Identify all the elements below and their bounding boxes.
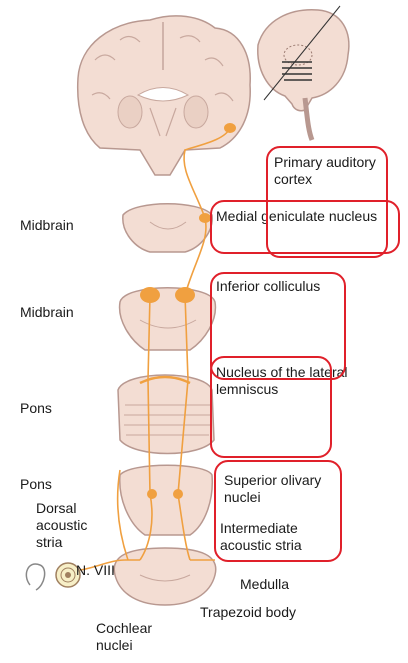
label-midbrain-top: Midbrain (20, 217, 74, 234)
midbrain-lower-section (120, 287, 216, 350)
pons-lower-section (120, 465, 212, 535)
cochlea (26, 563, 80, 590)
highlight-box-lemniscus (210, 356, 332, 458)
label-nerve-viii: N. VIII (76, 562, 115, 579)
midbrain-upper-section (123, 204, 212, 252)
label-medulla: Medulla (240, 576, 289, 593)
label-trapezoid-body: Trapezoid body (200, 604, 296, 621)
pons-upper-section (118, 375, 214, 454)
lateral-brain-inset (258, 6, 349, 140)
label-pons-bottom: Pons (20, 476, 52, 493)
label-dorsal-acoustic-stria: Dorsal acoustic stria (36, 500, 106, 551)
highlight-box-olivary (214, 460, 342, 562)
label-cochlear-nuclei: Cochlear nuclei (96, 620, 166, 654)
medulla-section (114, 548, 216, 605)
label-pons-top: Pons (20, 400, 52, 417)
highlight-box-geniculate (210, 200, 400, 254)
label-midbrain-bottom: Midbrain (20, 304, 74, 321)
coronal-brain-section (78, 16, 251, 175)
